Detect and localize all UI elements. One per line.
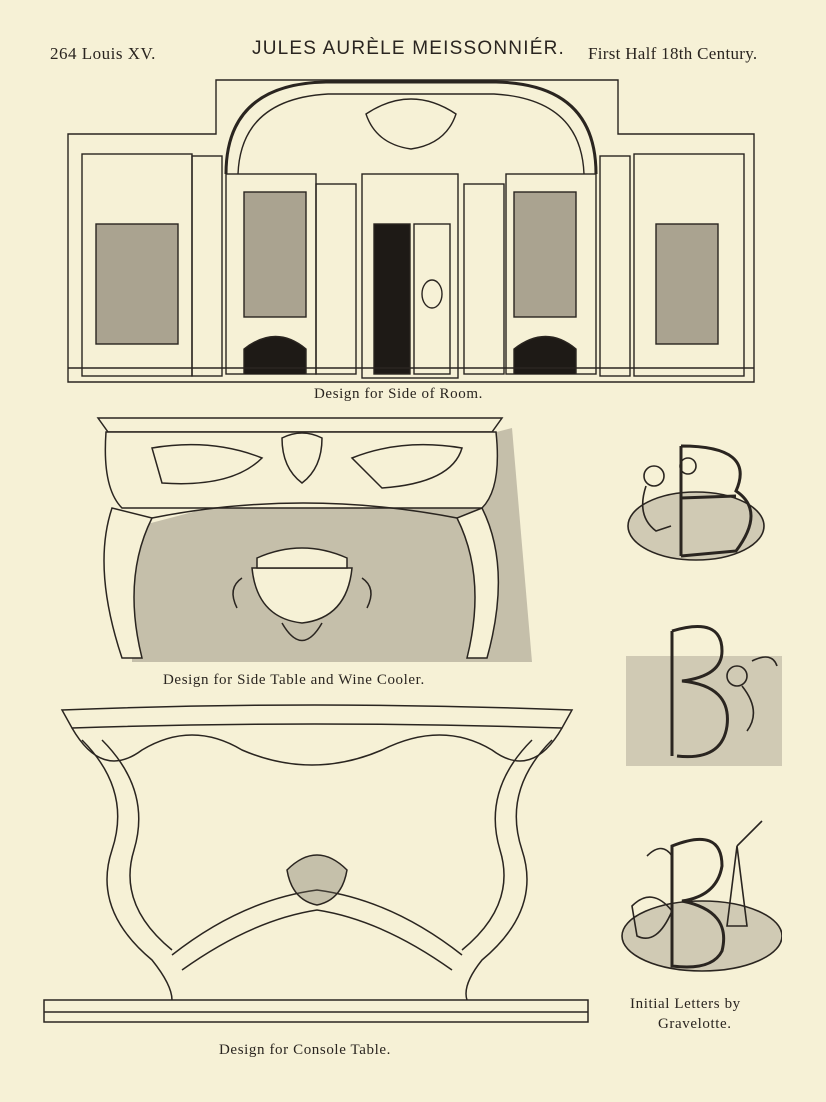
period-heading: First Half 18th Century. bbox=[588, 44, 758, 63]
room-caption: Design for Side of Room. bbox=[314, 386, 483, 402]
console-caption: Design for Console Table. bbox=[219, 1042, 391, 1058]
side-table-caption: Design for Side Table and Wine Cooler. bbox=[163, 672, 425, 688]
console-table-illustration bbox=[42, 700, 590, 1028]
page-title: JULES AURÈLE MEISSONNIÉR. bbox=[252, 38, 565, 59]
initial-letter-three bbox=[612, 816, 782, 976]
side-table-illustration bbox=[92, 408, 534, 664]
initials-caption-line1: Initial Letters by bbox=[630, 996, 741, 1012]
initials-caption-line2: Gravelotte. bbox=[658, 1016, 732, 1032]
page-number-heading: 264 Louis XV. bbox=[50, 44, 156, 63]
page-header: 264 Louis XV. JULES AURÈLE MEISSONNIÉR. … bbox=[0, 38, 826, 70]
initial-letter-b-two bbox=[622, 616, 784, 770]
room-elevation-illustration bbox=[66, 74, 756, 384]
initial-letter-b-one bbox=[626, 436, 772, 576]
